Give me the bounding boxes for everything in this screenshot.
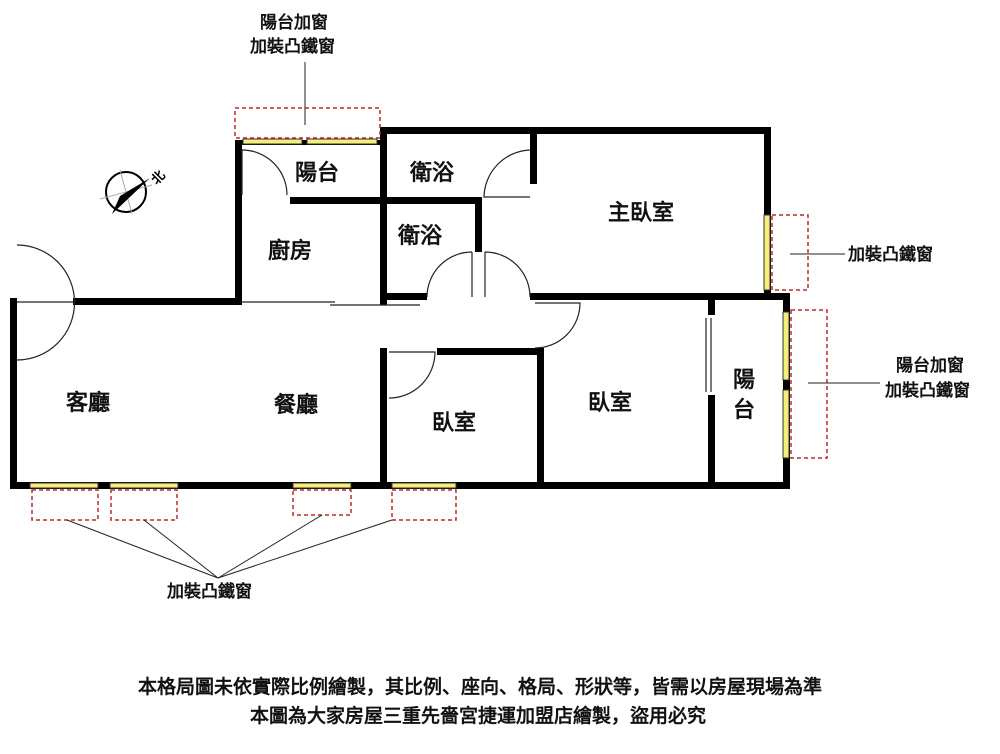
room-label-bathroom: 衛浴 xyxy=(409,160,455,186)
room-label-dining-room: 餐廳 xyxy=(274,392,318,418)
annotation-master-window: 加裝凸鐵窗 xyxy=(847,244,933,265)
annotation-top-line1: 陽台加窗 xyxy=(260,12,328,33)
windows xyxy=(29,138,790,489)
leader-lines xyxy=(66,62,880,579)
room-label-living-room: 客廳 xyxy=(66,390,110,416)
doors xyxy=(16,149,712,399)
annotation-top-line2: 加裝凸鐵窗 xyxy=(249,36,335,57)
room-label-bedroom: 臥室 xyxy=(588,390,632,416)
disclaimer-line2: 本圖為大家房屋三重先嗇宮捷運加盟店繪製，盜用必究 xyxy=(250,704,706,727)
walls xyxy=(10,127,790,489)
room-label-bathroom: 衛浴 xyxy=(397,223,443,249)
room-label-balcony-right: 陽 xyxy=(733,368,755,393)
room-label-bedroom: 臥室 xyxy=(432,410,476,436)
annotation-right-line2: 加裝凸鐵窗 xyxy=(884,380,970,401)
room-label-kitchen: 廚房 xyxy=(268,238,312,264)
annotation-right-line1: 陽台加窗 xyxy=(896,355,964,376)
annotation-bottom: 加裝凸鐵窗 xyxy=(166,581,252,602)
room-label-master-bedroom: 主臥室 xyxy=(608,200,674,226)
room-label-balcony: 陽台 xyxy=(295,160,339,186)
room-label-balcony-right: 台 xyxy=(733,397,755,423)
compass-icon: 北 xyxy=(99,168,169,215)
disclaimer-line1: 本格局圖未依實際比例繪製，其比例、座向、格局、形狀等，皆需以房屋現場為準 xyxy=(138,675,822,698)
